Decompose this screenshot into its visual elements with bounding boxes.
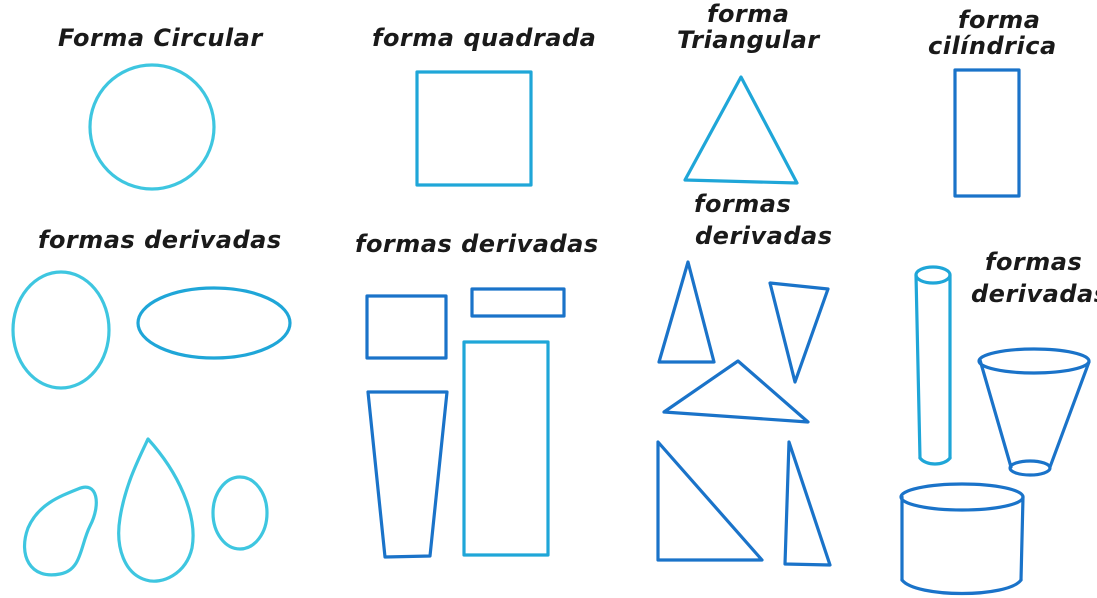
triangle-tall-left bbox=[659, 262, 714, 362]
short-cylinder bbox=[901, 484, 1023, 594]
small-square bbox=[367, 296, 446, 358]
triangle-basic bbox=[685, 77, 797, 183]
tall-rectangle bbox=[464, 342, 548, 555]
cylinder-basic-rect bbox=[955, 70, 1019, 196]
triangle-inverted bbox=[770, 283, 828, 382]
oval-vertical bbox=[13, 272, 109, 388]
circle-basic bbox=[90, 65, 214, 189]
triangle-narrow bbox=[785, 442, 830, 565]
cup-shape bbox=[979, 349, 1089, 475]
small-oval bbox=[213, 477, 267, 549]
bean-shape bbox=[25, 487, 97, 575]
ellipse-horizontal bbox=[138, 288, 290, 358]
teardrop-shape bbox=[119, 439, 193, 581]
square-basic bbox=[417, 72, 531, 185]
tall-cylinder bbox=[916, 267, 950, 464]
triangle-wide bbox=[664, 361, 808, 422]
trapezoid-shape bbox=[368, 392, 447, 557]
triangle-right-angle bbox=[658, 442, 762, 560]
flat-rectangle bbox=[472, 289, 564, 316]
